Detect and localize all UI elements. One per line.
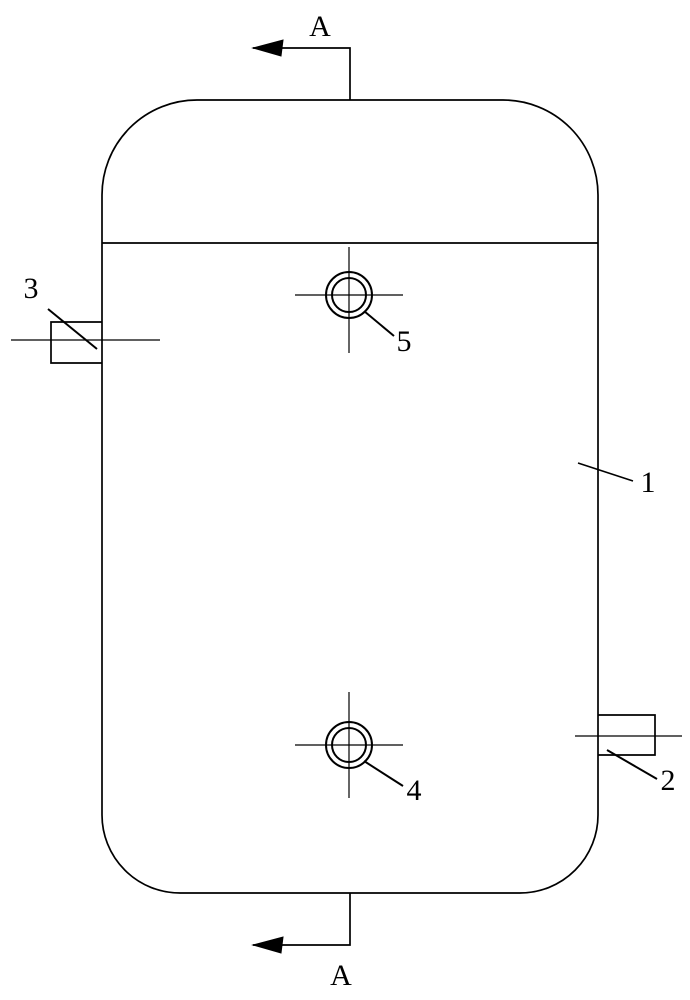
upper-port-inner-circle [331,277,367,313]
upper-port-outer-circle [325,271,373,319]
vessel-shell-group [101,99,599,894]
section-arrow-top-group: A [251,10,351,100]
section-arrow-bottom-group: A [251,893,352,992]
right-nozzle-leader-line [606,749,658,780]
upper-port-leader-line [363,310,395,337]
section-arrow-bottom-line [253,893,351,946]
lower-port-group: 4 [295,692,422,807]
right-nozzle-outline [598,714,656,756]
left-nozzle-group: 3 [11,272,160,364]
upper-port-label: 5 [397,325,412,358]
lower-port-outer-circle [325,721,373,769]
left-nozzle-outline [50,321,102,364]
left-nozzle-leader-line [47,308,98,350]
lower-port-label: 4 [407,774,422,807]
shell-callout-group: 1 [577,462,656,499]
shell-callout-label: 1 [641,466,656,499]
section-letter-top: A [309,10,331,43]
left-nozzle-label: 3 [24,272,39,305]
lower-port-inner-circle [331,727,367,763]
section-letter-bottom: A [330,959,352,992]
vessel-outline [101,99,599,894]
section-arrow-top-head-icon [251,39,284,57]
right-nozzle-group: 2 [575,714,682,797]
section-arrow-bottom-head-icon [251,936,284,954]
lower-port-leader-line [363,760,404,787]
section-arrow-top-line [253,47,351,100]
shell-callout-leader-line [577,462,634,482]
right-nozzle-label: 2 [661,764,676,797]
upper-port-group: 5 [295,247,412,358]
